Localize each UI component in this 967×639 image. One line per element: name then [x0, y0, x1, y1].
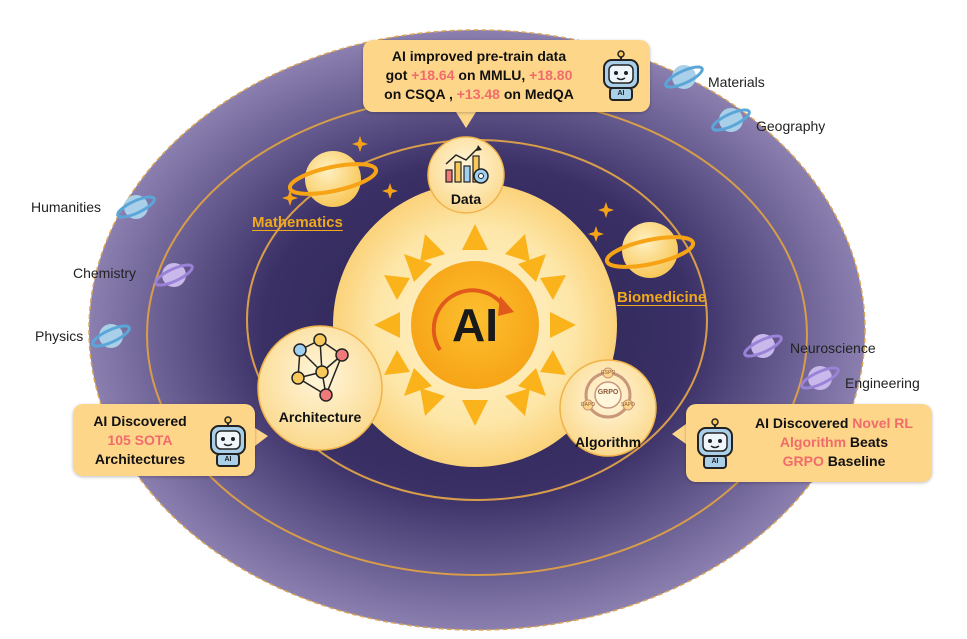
network-icon: [291, 333, 349, 402]
engineering-planet: [800, 366, 840, 390]
robot-badge: AI: [224, 456, 232, 463]
data-callout: AI improved pre-train data got +18.64 on…: [363, 40, 650, 112]
algorithm-callout: AI AI Discovered Novel RL Algorithm Beat…: [686, 404, 932, 482]
ai-center-label: AI: [452, 299, 498, 351]
chemistry-planet: [154, 263, 194, 287]
algorithm-callout-line3: GRPO Baseline: [782, 453, 886, 469]
algorithm-callout-pointer: [672, 424, 686, 444]
architecture-callout: AI Discovered 105 SOTA Architectures AI: [73, 404, 255, 476]
architecture-callout-line1: AI Discovered: [93, 413, 187, 429]
robot-icon: AI: [600, 50, 642, 102]
mathematics-planet: [287, 151, 379, 207]
data-callout-pointer: [456, 112, 476, 128]
sparkle-icons: [282, 136, 614, 242]
materials-planet: [664, 65, 704, 89]
architecture-callout-pointer: [255, 428, 268, 446]
geography-planet: [711, 108, 751, 132]
robot-badge: AI: [617, 90, 625, 97]
chart-gear-icon: [445, 145, 489, 184]
algorithm-cycle-top-label: GSPO: [600, 370, 616, 376]
geography-label: Geography: [756, 118, 826, 134]
mathematics-label: Mathematics: [252, 214, 343, 231]
data-callout-line2: got +18.64 on MMLU, +18.80: [385, 67, 573, 83]
humanities-planet: [116, 195, 156, 219]
neuroscience-planet: [743, 334, 783, 358]
architecture-node-label: Architecture: [278, 409, 362, 425]
architecture-callout-line2: 105 SOTA: [107, 432, 173, 448]
physics-label: Physics: [35, 328, 84, 344]
physics-planet: [91, 324, 131, 348]
sun-core: [411, 261, 539, 389]
cycle-icon: [582, 367, 634, 419]
algorithm-callout-line1: AI Discovered Novel RL: [755, 415, 913, 431]
materials-label: Materials: [708, 74, 765, 90]
data-callout-line1: AI improved pre-train data: [391, 48, 567, 64]
humanities-label: Humanities: [31, 199, 102, 215]
robot-icon: AI: [207, 416, 249, 468]
architecture-node[interactable]: [257, 325, 383, 451]
data-callout-line3: on CSQA , +13.48 on MedQA: [384, 86, 574, 102]
data-node-label: Data: [450, 191, 482, 207]
engineering-label: Engineering: [845, 375, 920, 391]
biomedicine-planet: [604, 222, 696, 278]
algorithm-callout-line2: Algorithm Beats: [779, 434, 889, 450]
algorithm-cycle-center-label: GRPO: [597, 389, 619, 396]
algorithm-node-label: Algorithm: [574, 434, 642, 450]
neuroscience-label: Neuroscience: [790, 340, 876, 356]
algorithm-cycle-left-label: DAPO: [580, 402, 596, 408]
algorithm-cycle-right-label: SAPO: [621, 402, 635, 408]
robot-badge: AI: [711, 458, 719, 465]
sun-rays: [374, 224, 576, 426]
chemistry-label: Chemistry: [73, 265, 137, 281]
biomedicine-label: Biomedicine: [617, 289, 707, 306]
architecture-callout-line3: Architectures: [94, 451, 186, 467]
robot-icon: AI: [694, 418, 736, 470]
